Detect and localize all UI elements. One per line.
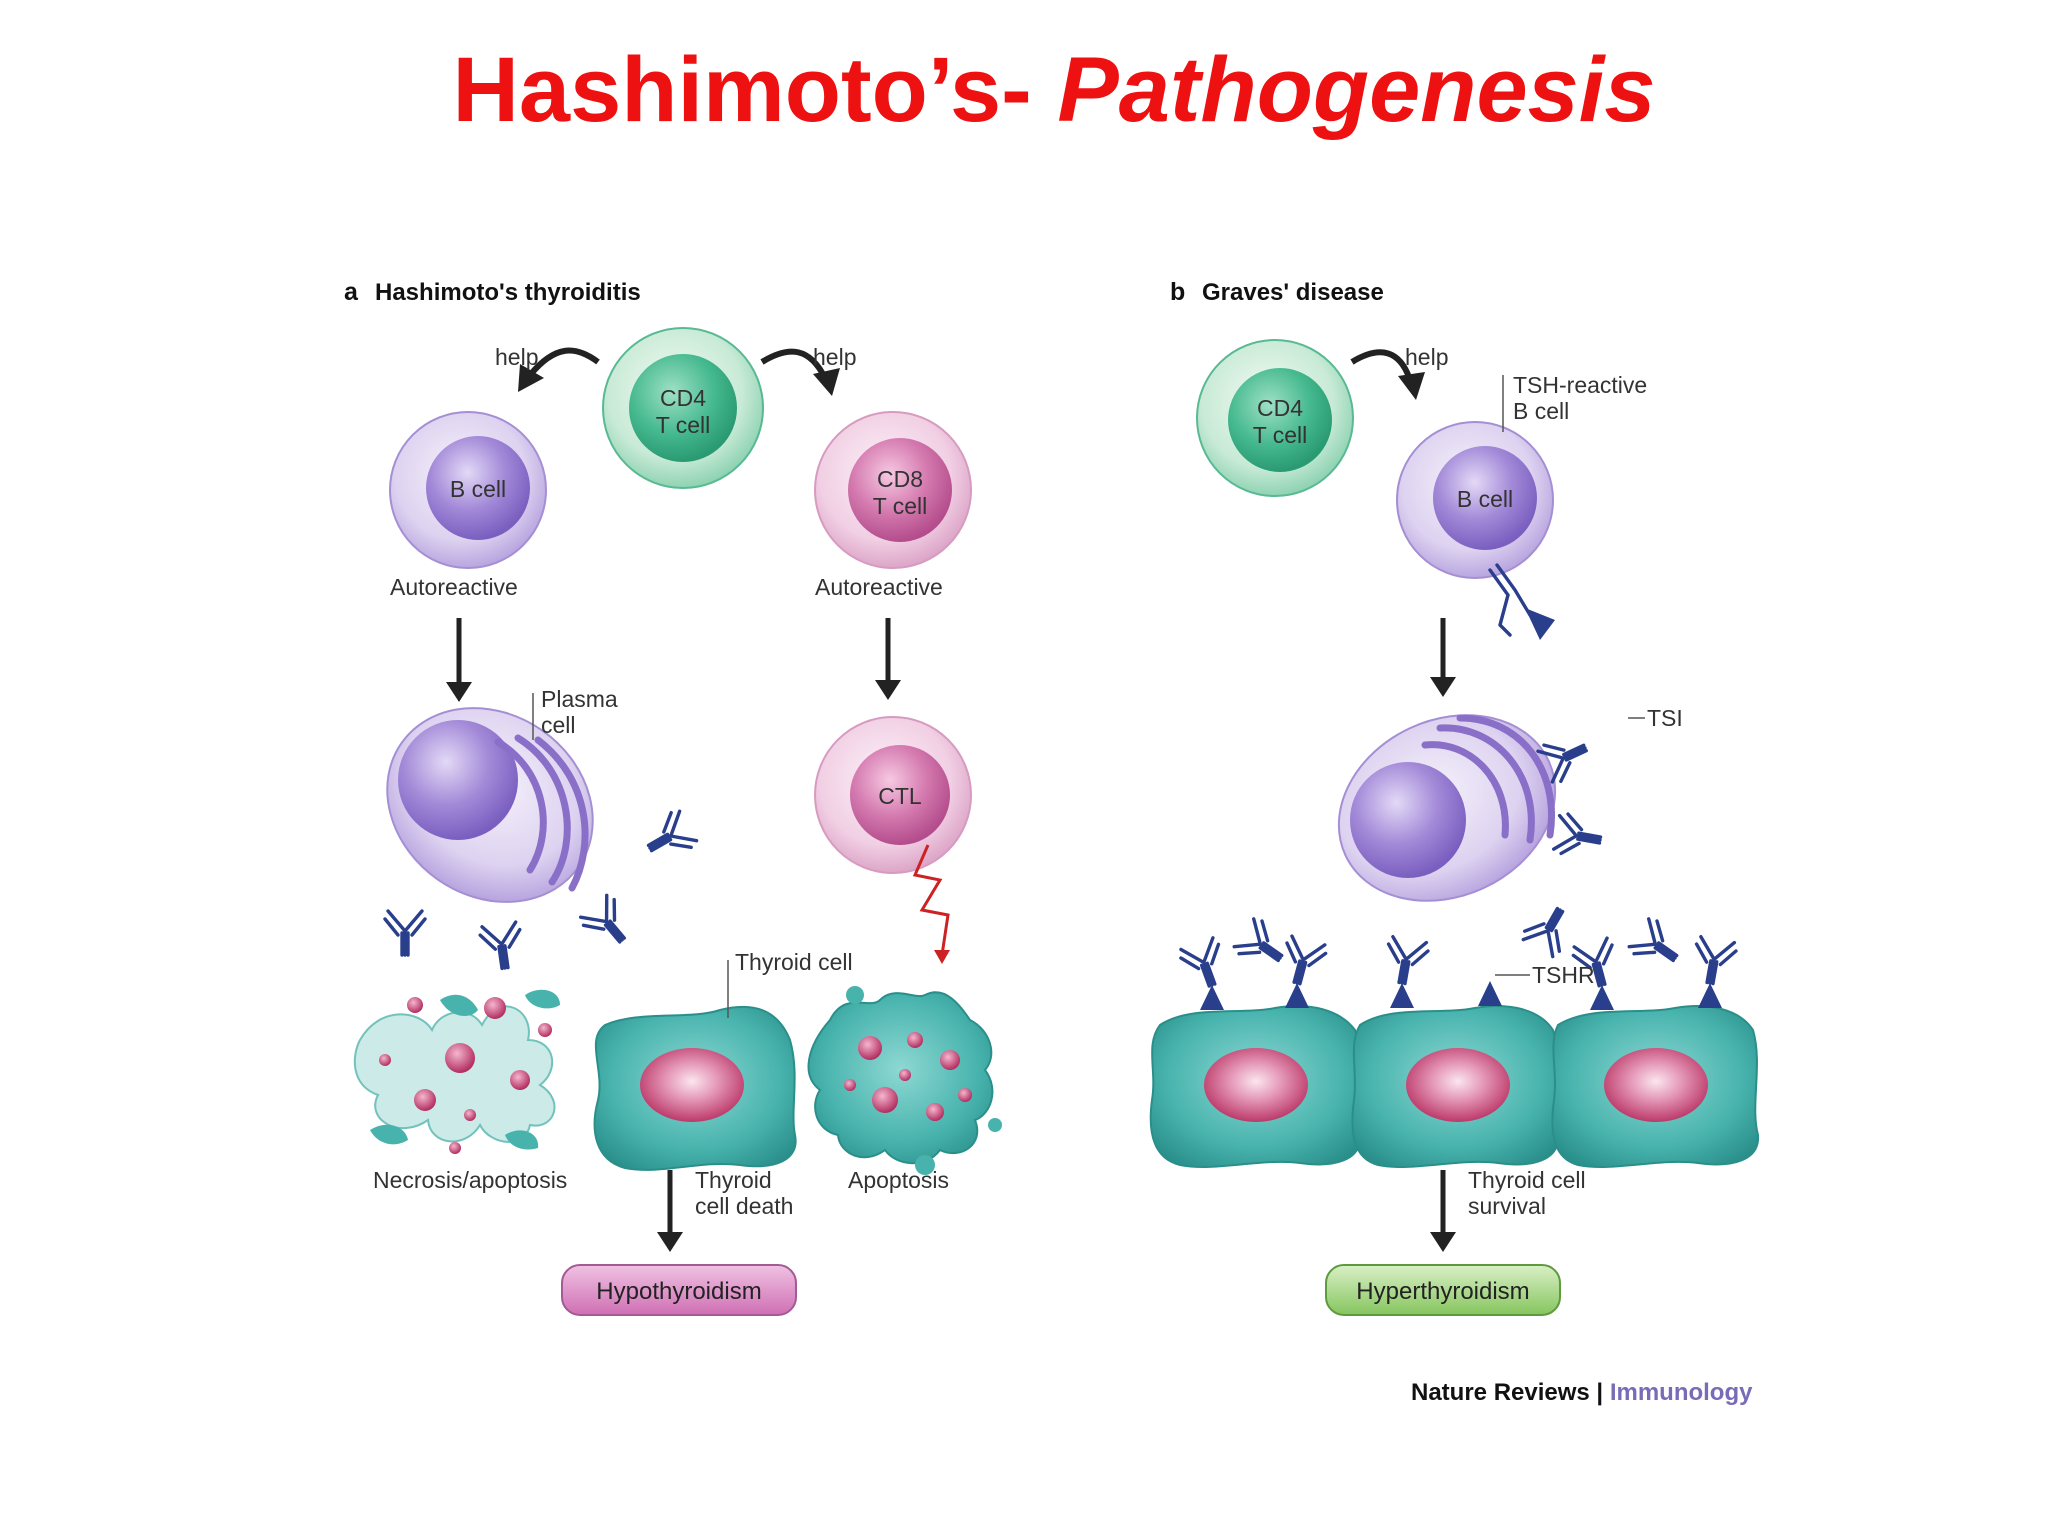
lightning-arrowhead: [934, 950, 950, 964]
antibody-icon: [383, 909, 427, 957]
help-arrow-right: [760, 348, 828, 380]
tsh-reactive-label-line1: TSH-reactive: [1513, 372, 1647, 398]
help-label-right: help: [813, 344, 856, 370]
antibody-icon: [576, 891, 640, 955]
panel-b: b Graves' disease CD4 T cell help B cell…: [1149, 278, 1760, 1316]
thyroid-cell-a: [593, 1005, 797, 1171]
help-arrow-left: [527, 347, 600, 377]
cd4-t-cell-a: CD4 T cell: [602, 327, 764, 489]
bound-antibody-icon: [1380, 934, 1432, 989]
thyroid-cell-row: [1149, 1005, 1760, 1168]
credit-section: Immunology: [1610, 1379, 1753, 1406]
arrowhead-cd8-to-ctl: [875, 680, 901, 700]
survival-label-line2: survival: [1468, 1193, 1546, 1219]
panel-a: a Hashimoto's thyroiditis CD4 T cell hel…: [344, 278, 1002, 1316]
tshr-receptor-icon: [1590, 985, 1614, 1010]
arrowhead-to-hypothyroidism: [657, 1232, 683, 1252]
hyperthyroidism-badge: [1325, 1264, 1561, 1316]
cd4-label-line1-b: CD4: [1257, 395, 1303, 421]
b-cell-label-a: B cell: [450, 476, 506, 502]
tshr-receptor-icon: [1200, 985, 1224, 1010]
cd4-t-cell-b: CD4 T cell: [1196, 339, 1354, 497]
journal-credit: Nature Reviews | Immunology: [1411, 1379, 1753, 1406]
survival-label-line1: Thyroid cell: [1468, 1167, 1586, 1193]
tsi-antibody-icon: [1551, 810, 1606, 862]
arrowhead-bcell-to-plasma: [446, 682, 472, 702]
autoreactive-left: Autoreactive: [390, 574, 518, 600]
cd8-t-cell: CD8 T cell: [814, 411, 972, 569]
bound-antibody-icon: [1688, 934, 1740, 989]
cd4-label-line1-a: CD4: [660, 385, 706, 411]
tshr-receptor-icon: [1698, 983, 1722, 1008]
help-label-b: help: [1405, 344, 1448, 370]
necrotic-cell-debris: [353, 989, 560, 1154]
plasma-cell-b: [1337, 714, 1557, 902]
panel-a-title: Hashimoto's thyroiditis: [375, 279, 641, 306]
credit-separator: |: [1590, 1379, 1610, 1406]
apoptosis-label: Apoptosis: [848, 1167, 949, 1193]
b-cell-label-b: B cell: [1457, 486, 1513, 512]
thyroid-cell-label: Thyroid cell: [735, 949, 853, 975]
bound-antibody-icon: [1275, 933, 1330, 990]
apoptotic-cell: [807, 986, 1002, 1175]
help-label-left: help: [495, 344, 538, 370]
panel-b-letter: b: [1170, 278, 1185, 306]
slide-title: Hashimoto’s- Pathogenesis: [0, 39, 2048, 141]
hypothyroidism-badge: [561, 1264, 797, 1316]
tsh-reactive-label-line2: B cell: [1513, 398, 1569, 424]
ctl-cell: CTL: [814, 716, 972, 874]
lightning-icon: [912, 844, 950, 956]
ctl-label: CTL: [878, 783, 922, 809]
cell-death-label-line2: cell death: [695, 1193, 793, 1219]
antibody-icon: [477, 919, 527, 973]
plasma-cell: [386, 707, 594, 903]
help-arrowhead-left: [518, 364, 544, 392]
tshr-receptor-icon: [1285, 983, 1309, 1008]
arrowhead-bcell-to-plasma-b: [1430, 677, 1456, 697]
cd8-label-line2: T cell: [873, 493, 928, 519]
cd8-label-line1: CD8: [877, 466, 923, 492]
bound-antibody-icon: [1176, 935, 1233, 994]
free-antibody-icon: [1230, 914, 1294, 977]
help-arrowhead-b: [1398, 372, 1425, 400]
tshr-receptor-icon: [1390, 983, 1414, 1008]
plasma-label-line2: cell: [541, 712, 576, 738]
credit-journal: Nature Reviews: [1411, 1379, 1590, 1406]
free-antibody-icon: [1625, 914, 1689, 977]
tshr-receptor-icon: [1478, 981, 1502, 1006]
autoreactive-right: Autoreactive: [815, 574, 943, 600]
hyperthyroidism-label: Hyperthyroidism: [1356, 1278, 1529, 1305]
title-main: Hashimoto’s-: [452, 39, 1058, 141]
plasma-label-line1: Plasma: [541, 686, 618, 712]
help-arrow-b: [1350, 349, 1413, 382]
antibody-icon: [638, 806, 700, 868]
b-cell-a: B cell: [389, 411, 547, 569]
cd4-label-line2-a: T cell: [656, 412, 711, 438]
cell-death-label-line1: Thyroid: [695, 1167, 772, 1193]
arrowhead-to-hyperthyroidism: [1430, 1232, 1456, 1252]
cd4-label-line2-b: T cell: [1253, 422, 1308, 448]
panel-b-title: Graves' disease: [1202, 279, 1384, 306]
panel-a-letter: a: [344, 278, 359, 306]
tsi-antibody-icon: [1518, 898, 1580, 960]
tshr-label: TSHR: [1532, 962, 1595, 988]
tsi-label: TSI: [1647, 705, 1683, 731]
tsh-antigen-icon: [1525, 608, 1555, 640]
title-italic: Pathogenesis: [1057, 39, 1656, 141]
necrosis-label: Necrosis/apoptosis: [373, 1167, 567, 1193]
hypothyroidism-label: Hypothyroidism: [596, 1278, 761, 1305]
help-arrowhead-right: [813, 368, 840, 396]
membrane-antibody-icon: [1488, 563, 1532, 637]
tsh-reactive-b-cell: B cell: [1396, 421, 1554, 579]
